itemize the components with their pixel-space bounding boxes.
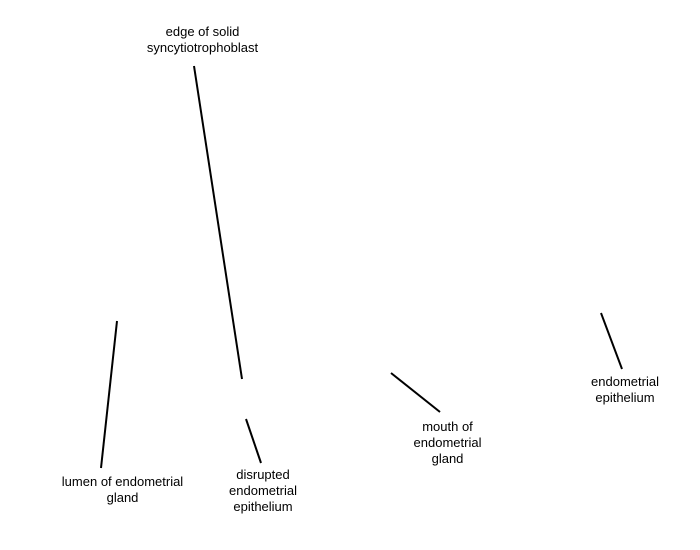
leader-line-disrupted-epithelium	[245, 418, 262, 464]
label-mouth-of-endometrial-gland: mouth of endometrial gland	[370, 419, 525, 467]
label-line: endometrial	[229, 483, 297, 498]
label-line: lumen of endometrial	[61, 474, 184, 489]
label-line: syncytiotrophoblast	[146, 40, 259, 55]
leader-line-lumen	[100, 320, 118, 469]
label-line: gland	[431, 451, 464, 466]
label-line: gland	[106, 490, 139, 505]
label-edge-of-solid-syncytiotrophoblast: edge of solid syncytiotrophoblast	[100, 24, 305, 56]
label-line: endometrial	[591, 374, 659, 389]
leader-line-gland-mouth	[390, 372, 441, 413]
label-line: edge of solid	[165, 24, 240, 39]
label-line: epithelium	[233, 499, 293, 514]
label-disrupted-endometrial-epithelium: disrupted endometrial epithelium	[188, 467, 338, 515]
leader-line-endometrial-epithelium	[600, 312, 623, 370]
label-line: mouth of	[422, 419, 473, 434]
label-line: endometrial	[413, 435, 482, 450]
label-line: epithelium	[595, 390, 655, 405]
leader-line-syncytiotrophoblast	[193, 65, 243, 380]
label-lumen-of-endometrial-gland: lumen of endometrial gland	[30, 474, 215, 506]
label-line: disrupted	[236, 467, 290, 482]
label-endometrial-epithelium: endometrial epithelium	[555, 374, 695, 406]
